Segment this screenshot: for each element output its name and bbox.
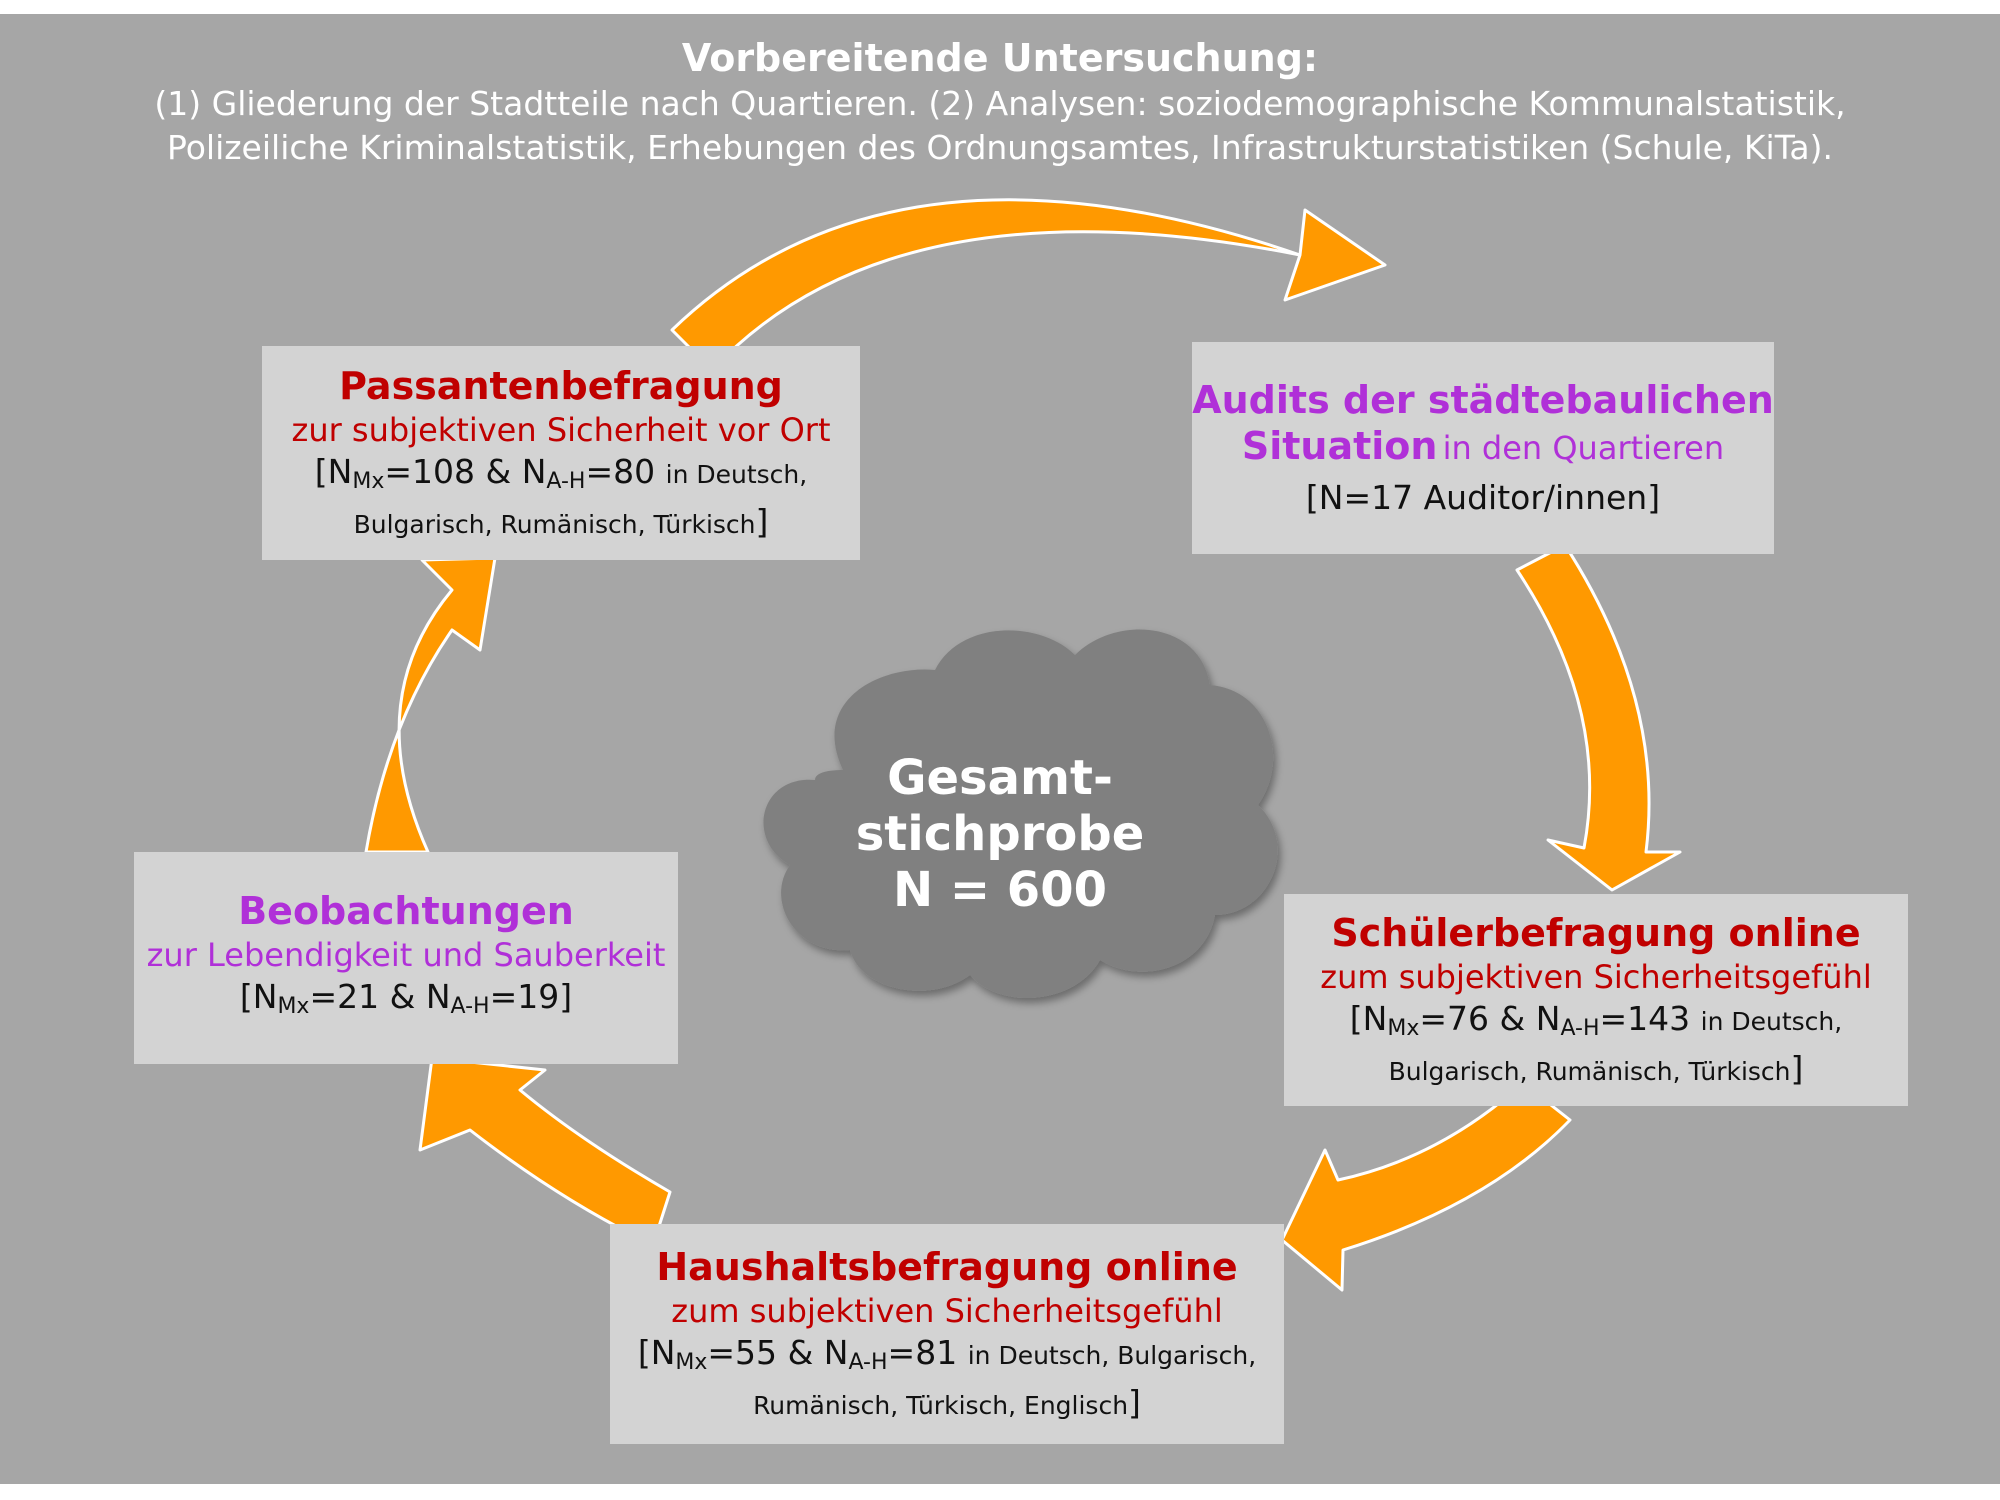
- haushalt-amp: &: [787, 1332, 814, 1372]
- passanten-n2-label: N: [521, 451, 547, 491]
- arrow-left: [364, 556, 497, 854]
- audits-title-1: Audits der städtebaulichen: [1192, 378, 1774, 422]
- header-title: Vorbereitende Untersuchung:: [681, 36, 1319, 80]
- arrow-top: [670, 198, 1387, 372]
- beobachtung-n2-label: N: [425, 977, 451, 1016]
- passanten-lang-1: in Deutsch,: [665, 459, 808, 489]
- haushalt-n2-label: N: [823, 1332, 849, 1372]
- passanten-n1-value: =108: [384, 451, 475, 491]
- haushalt-n2-sub: A-H: [848, 1349, 888, 1375]
- box-passantenbefragung: Passantenbefragung zur subjektiven Siche…: [262, 346, 860, 560]
- audits-title-2-line: Situation in den Quartieren: [1242, 423, 1724, 477]
- passanten-n2-sub: A-H: [546, 468, 586, 494]
- schueler-count: [NMx=76 & NA-H=143 in Deutsch,: [1349, 998, 1843, 1041]
- audits-title-2: Situation: [1241, 424, 1438, 468]
- passanten-n1-label: N: [327, 451, 353, 491]
- haushalt-lang-2: Rumänisch, Türkisch, Englisch: [753, 1390, 1129, 1420]
- beobachtung-n1-label: N: [252, 977, 278, 1016]
- passanten-amp: &: [485, 451, 512, 491]
- arrow-lower-right: [1280, 1081, 1572, 1292]
- haushalt-lang-line: Rumänisch, Türkisch, Englisch]: [753, 1382, 1141, 1422]
- haushalt-n2-value: =81: [887, 1332, 958, 1372]
- haushalt-title: Haushaltsbefragung online: [656, 1244, 1238, 1289]
- haushalt-lang-1: in Deutsch, Bulgarisch,: [967, 1340, 1257, 1370]
- header-line-1: (1) Gliederung der Stadtteile nach Quart…: [154, 84, 1846, 123]
- passanten-n2-value: =80: [585, 451, 656, 491]
- arrow-right: [1515, 543, 1682, 892]
- beobachtung-amp: &: [389, 977, 416, 1016]
- box-audits: Audits der städtebaulichen Situation in …: [1192, 342, 1774, 554]
- passanten-n1-sub: Mx: [352, 468, 385, 494]
- haushalt-subtitle: zum subjektiven Sicherheitsgefühl: [671, 1291, 1223, 1330]
- schueler-n1-label: N: [1362, 998, 1388, 1038]
- arrow-lower-left: [418, 1056, 672, 1247]
- schueler-subtitle: zum subjektiven Sicherheitsgefühl: [1320, 957, 1872, 996]
- schueler-title: Schülerbefragung online: [1331, 910, 1861, 955]
- center-cloud: [763, 629, 1278, 998]
- schueler-lang-2: Bulgarisch, Rumänisch, Türkisch: [1388, 1056, 1791, 1086]
- beobachtung-n2-value: =19: [489, 977, 560, 1016]
- beobachtung-subtitle: zur Lebendigkeit und Sauberkeit: [146, 936, 666, 974]
- schueler-lang-1: in Deutsch,: [1700, 1006, 1843, 1036]
- haushalt-n1-value: =55: [707, 1332, 778, 1372]
- schueler-n1-sub: Mx: [1387, 1015, 1420, 1041]
- passanten-lang-line: Bulgarisch, Rumänisch, Türkisch]: [353, 501, 769, 541]
- header: Vorbereitende Untersuchung: (1) Gliederu…: [0, 34, 2000, 170]
- haushalt-count: [NMx=55 & NA-H=81 in Deutsch, Bulgarisch…: [637, 1332, 1257, 1375]
- haushalt-n1-sub: Mx: [675, 1349, 708, 1375]
- box-haushaltsbefragung: Haushaltsbefragung online zum subjektive…: [610, 1224, 1284, 1444]
- haushalt-n1-label: N: [650, 1332, 676, 1372]
- passanten-lang-2: Bulgarisch, Rumänisch, Türkisch: [353, 509, 756, 539]
- audits-title-suffix: in den Quartieren: [1442, 429, 1725, 467]
- schueler-n2-label: N: [1535, 998, 1561, 1038]
- bottom-margin: [0, 1484, 2000, 1500]
- beobachtung-title: Beobachtungen: [238, 889, 574, 933]
- schueler-lang-line: Bulgarisch, Rumänisch, Türkisch]: [1388, 1048, 1804, 1088]
- beobachtung-n1-value: =21: [309, 977, 380, 1016]
- passanten-title: Passantenbefragung: [339, 363, 783, 408]
- center-line-3: N = 600: [892, 862, 1107, 918]
- schueler-n2-value: =143: [1599, 998, 1691, 1038]
- beobachtung-count: [NMx=21 & NA-H=19]: [239, 977, 573, 1019]
- passanten-subtitle: zur subjektiven Sicherheit vor Ort: [291, 410, 831, 449]
- center-line-2: stichprobe: [855, 806, 1145, 862]
- beobachtung-n1-sub: Mx: [277, 994, 310, 1019]
- header-line-2: Polizeiliche Kriminalstatistik, Erhebung…: [166, 128, 1834, 167]
- center-line-1: Gesamt-: [887, 750, 1113, 806]
- schueler-n1-value: =76: [1419, 998, 1490, 1038]
- beobachtung-n2-sub: A-H: [450, 994, 490, 1019]
- schueler-amp: &: [1499, 998, 1526, 1038]
- center-cloud-label: Gesamt- stichprobe N = 600: [800, 750, 1200, 918]
- box-schuelerbefragung: Schülerbefragung online zum subjektiven …: [1284, 894, 1908, 1106]
- audits-count: [N=17 Auditor/innen]: [1305, 478, 1661, 517]
- box-beobachtungen: Beobachtungen zur Lebendigkeit und Saube…: [134, 852, 678, 1064]
- passanten-count: [NMx=108 & NA-H=80 in Deutsch,: [314, 451, 808, 494]
- schueler-n2-sub: A-H: [1560, 1015, 1600, 1041]
